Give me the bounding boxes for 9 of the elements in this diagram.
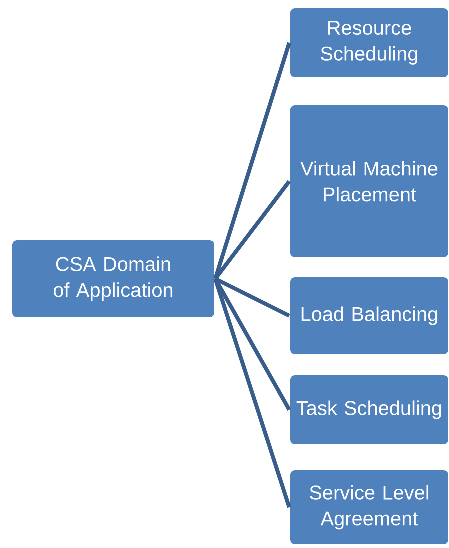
- process-box: Service Level Agreement: [290, 470, 449, 546]
- connector-line: [214, 278, 292, 508]
- connector-line: [214, 42, 292, 280]
- connector-line: [214, 180, 292, 280]
- process-box: Load Balancing: [290, 276, 449, 356]
- process-box: Resource Scheduling: [290, 8, 449, 78]
- process-box: Virtual Machine Placement: [290, 104, 449, 258]
- process-box: Task Scheduling: [290, 374, 449, 446]
- process-box: CSA Domain of Application: [12, 240, 216, 318]
